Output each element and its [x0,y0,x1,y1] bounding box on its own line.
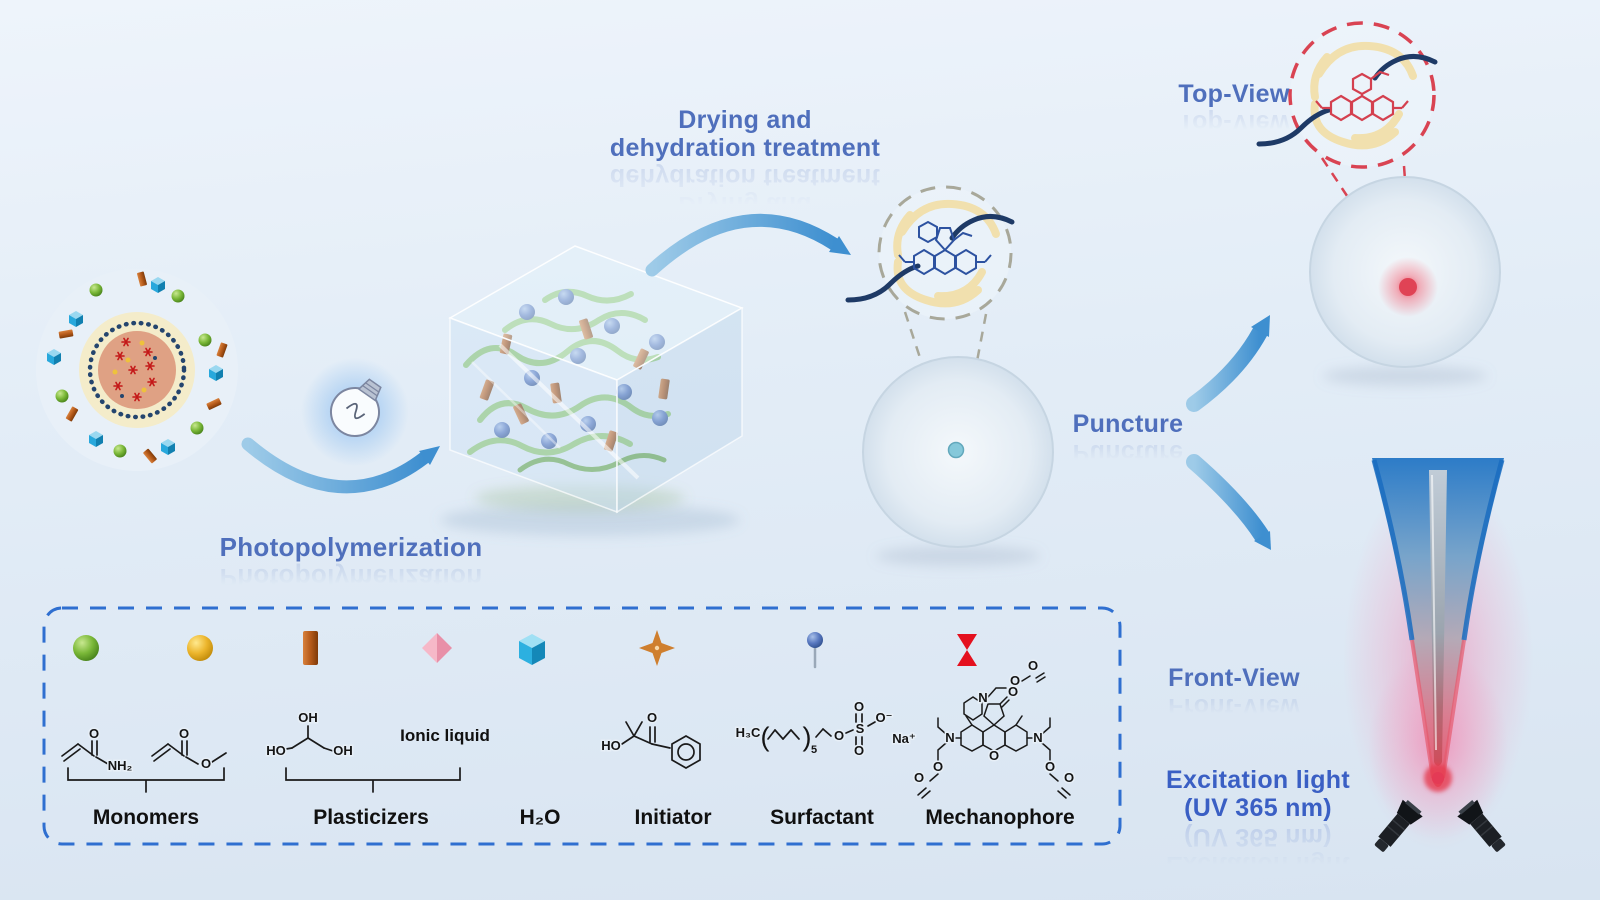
structure-methyl-acrylate [151,740,227,765]
photopolymerization-label: Photopolymerization Photopolymerization [219,532,483,594]
svg-text:O: O [1010,673,1020,688]
svg-text:O: O [1045,759,1055,774]
legend-icon-monomer-green [73,635,99,661]
legend-icon-mechanophore-hourglass [957,634,977,666]
structure-surfactant [767,713,876,746]
legend-icon-plasticizer-bar [303,631,318,665]
needle-front-view [1343,458,1533,850]
atom-labels: O NH₂ O O OH HO OH HO O H₃C ( ) 5 O S O … [87,657,1075,787]
structure-mechanophore [917,672,1071,799]
monomers-bracket [67,767,225,793]
svg-text:OH: OH [333,743,353,758]
svg-text:O: O [834,728,844,743]
legend-label-water: H₂O [519,806,561,829]
svg-text:OH: OH [298,710,318,725]
svg-text:N: N [945,730,954,745]
svg-text:O: O [1064,770,1074,785]
svg-text:O: O [1008,684,1018,699]
svg-text:O: O [914,770,924,785]
legend-icon-monomer-yellow [187,635,213,661]
svg-text:NH₂: NH₂ [108,758,133,773]
plasticizers-bracket [285,767,461,793]
uv-flashlights [1374,799,1506,852]
mechanophore-closed-callout [845,185,1015,321]
drying-arrow [645,213,851,277]
excitation-light-label: Excitation light (UV 365 nm) Excitation … [1166,766,1350,879]
legend-label-initiator: Initiator [634,806,712,829]
svg-text:O: O [933,759,943,774]
svg-text:O: O [89,726,99,741]
structure-glycerol [285,725,334,752]
svg-text:O: O [179,726,189,741]
front-view-label: Front-View Front-View [1168,664,1300,721]
svg-text:O: O [854,743,864,758]
svg-text:Na⁺: Na⁺ [892,731,915,746]
film-disc-intact [862,356,1054,566]
svg-text:5: 5 [811,744,817,756]
structure-initiator [621,721,701,769]
ionic-liquid-label: Ionic liquid [400,726,490,745]
legend-label-mechanophore: Mechanophore [925,806,1075,829]
svg-text:H₃C: H₃C [736,725,761,740]
svg-text:): ) [803,722,812,752]
svg-text:N: N [978,690,987,705]
legend-icon-initiator-sparkle [639,630,675,666]
legend-icon-ionic-liquid-diamond [422,633,452,663]
svg-text:N: N [1033,730,1042,745]
puncture-label: Puncture Puncture [1072,410,1184,467]
hydrogel-block [440,245,744,536]
svg-text:HO: HO [266,743,286,758]
svg-text:S: S [856,721,865,736]
legend-box [42,606,1122,846]
legend-label-monomers: Monomers [92,806,200,829]
uv-lamp-icon [301,358,409,466]
svg-text:O⁻: O⁻ [876,710,893,725]
svg-text:O: O [854,699,864,714]
puncture-arrows [1186,315,1271,550]
svg-text:O: O [201,756,211,771]
legend-label-surfactant: Surfactant [770,806,874,829]
film-disc-activated [1309,176,1501,386]
mechanophore-open-callout [1256,21,1438,169]
svg-text:O: O [989,748,999,763]
photopolymerization-arrow [241,437,440,494]
legend-icon-surfactant-pin [807,632,823,669]
drying-treatment-label: Drying and dehydration treatment Drying … [609,106,881,219]
svg-text:O: O [1028,658,1038,673]
top-view-label: Top-View Top-View [1178,80,1290,137]
svg-text:(: ( [761,722,770,752]
structure-acrylamide [61,740,109,765]
svg-text:HO: HO [601,738,621,753]
legend-label-plasticizers: Plasticizers [313,806,429,829]
legend-icon-water-cube [519,634,545,665]
legend-structures [61,672,1071,799]
svg-text:O: O [647,710,657,725]
microcapsule-schematic [36,269,238,471]
